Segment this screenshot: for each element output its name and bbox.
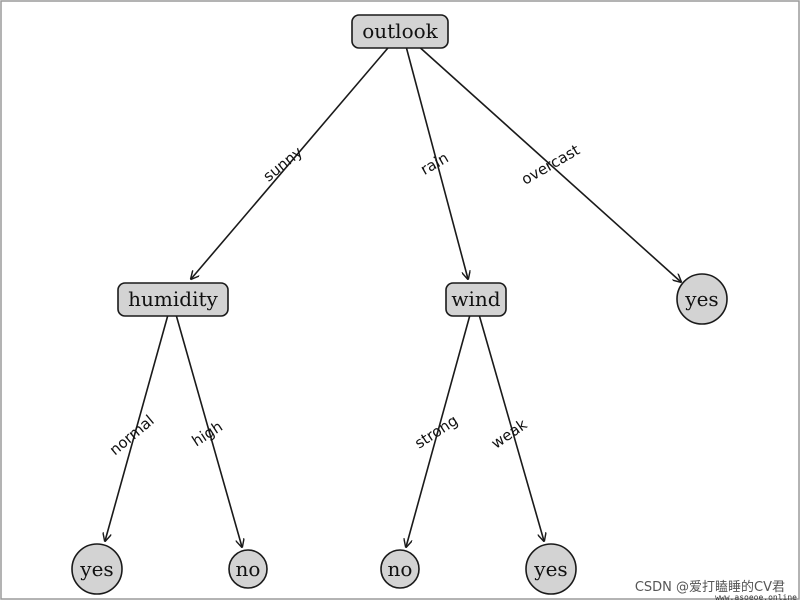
edge-sunny — [191, 34, 400, 279]
leaf-normal-yes-label: yes — [79, 557, 113, 581]
node-outlook: outlook — [351, 14, 449, 49]
leaf-high-no-label: no — [236, 557, 261, 581]
node-outlook-label: outlook — [362, 19, 438, 43]
leaf-overcast-yes-label: yes — [684, 287, 718, 311]
leaf-strong-no: no — [380, 549, 420, 589]
leaf-weak-yes: yes — [525, 543, 577, 595]
watermark-site: www.asoeoe.online — [715, 593, 797, 602]
leaf-weak-yes-label: yes — [533, 557, 567, 581]
leaf-overcast-yes: yes — [676, 273, 728, 325]
leaf-high-no: no — [228, 549, 268, 589]
edge-weak — [475, 303, 544, 541]
leaf-strong-no-label: no — [388, 557, 413, 581]
edge-normal — [105, 303, 172, 541]
leaf-normal-yes: yes — [71, 543, 123, 595]
edge-overcast — [405, 34, 681, 282]
watermark-csdn: CSDN @爱打瞌睡的CV君 — [635, 579, 785, 595]
edge-strong — [406, 303, 474, 547]
node-wind-label: wind — [451, 287, 500, 311]
node-wind: wind — [445, 282, 507, 317]
edge-high — [172, 303, 242, 547]
node-humidity-label: humidity — [128, 287, 218, 311]
node-humidity: humidity — [117, 282, 229, 317]
edge-rain — [402, 34, 468, 279]
